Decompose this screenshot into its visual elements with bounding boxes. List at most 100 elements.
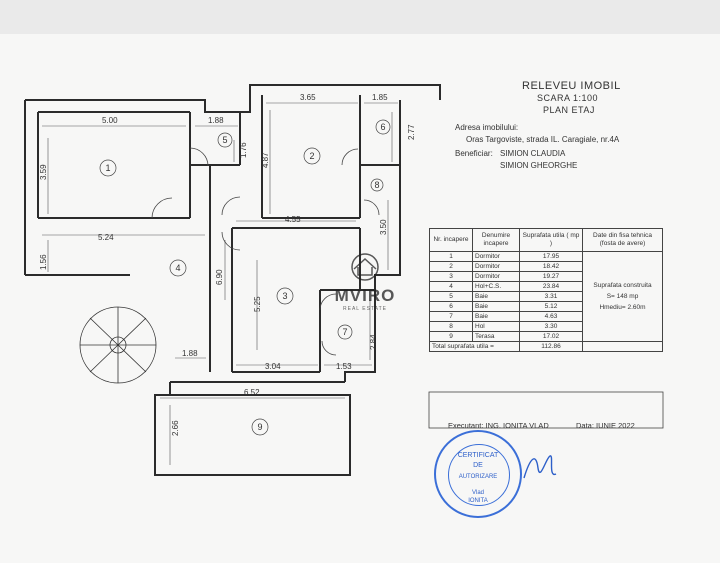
dim-label: 2.84 <box>369 334 378 350</box>
dim-label: 6.90 <box>215 269 224 285</box>
dim-label: 5.25 <box>253 296 262 312</box>
dim-label: 6.52 <box>244 388 260 397</box>
room-number: 1 <box>105 163 110 173</box>
room-number: 7 <box>342 327 347 337</box>
dim-label: 3.59 <box>39 164 48 180</box>
cell-denumire: Hol+C.S. <box>472 281 520 292</box>
logo-tagline: REAL ESTATE <box>343 306 387 312</box>
room-number: 9 <box>257 422 262 432</box>
dim-label: 1.88 <box>208 116 224 125</box>
mviro-watermark-logo: MVIRO REAL ESTATE <box>333 253 397 312</box>
handwritten-signature <box>523 455 557 479</box>
room-number: 2 <box>309 151 314 161</box>
cell-nr: 9 <box>429 331 473 342</box>
beneficiar-label: Beneficiar: <box>455 149 493 158</box>
cell-suprafata: 3.30 <box>519 321 583 332</box>
door-arc <box>151 197 173 219</box>
stamp-text: AUTORIZARE <box>458 474 498 480</box>
address-value: Oras Targoviste, strada IL. Caragiale, n… <box>466 135 620 144</box>
room-number: 8 <box>374 180 379 190</box>
cell-suprafata: 17.95 <box>519 251 583 262</box>
door-arc <box>221 231 241 251</box>
cell-nr: 1 <box>429 251 473 262</box>
cell-suprafata: 17.02 <box>519 331 583 342</box>
col-header-suprafata: Suprafata utila ( mp ) <box>519 228 583 252</box>
door-arc <box>319 293 337 311</box>
cell-nr: 4 <box>429 281 473 292</box>
room-number: 3 <box>282 291 287 301</box>
executant-label: Executant: ING. IONITA VLAD <box>448 421 549 430</box>
drawing-plan: PLAN ETAJ <box>543 105 595 115</box>
stamp-text: Vlad <box>471 490 484 496</box>
total-value: 112.86 <box>519 341 583 352</box>
col-header-nr: Nr. incapere <box>429 228 473 252</box>
dim-label: 3.65 <box>300 93 316 102</box>
beneficiar-name-2: SIMION GHEORGHE <box>500 161 578 170</box>
stamp-text: DE <box>473 462 483 469</box>
cell-nr: 5 <box>429 291 473 302</box>
cell-suprafata: 4.63 <box>519 311 583 322</box>
terrace-outline <box>154 394 351 476</box>
dim-label: 4.87 <box>261 152 270 168</box>
wall-outer-top <box>25 84 441 113</box>
dim-label: 1.56 <box>39 254 48 270</box>
dim-label: 1.88 <box>182 349 198 358</box>
info-line: Suprafata construita <box>593 282 652 289</box>
room-number: 5 <box>222 135 227 145</box>
dim-label: 4.55 <box>285 215 301 224</box>
room-number: 4 <box>175 263 180 273</box>
address-label: Adresa imobilului: <box>455 123 519 132</box>
cell-nr: 7 <box>429 311 473 322</box>
door-arc <box>321 340 337 356</box>
cell-nr: 6 <box>429 301 473 312</box>
dim-label: 2.66 <box>171 420 180 436</box>
drawing-scale: SCARA 1:100 <box>537 93 599 103</box>
dim-label: 1.76 <box>239 142 248 158</box>
cell-suprafata: 23.84 <box>519 281 583 292</box>
date-label: Data: IUNIE 2022 <box>576 421 635 430</box>
dim-label: 1.85 <box>372 93 388 102</box>
cell-denumire: Baie <box>472 291 520 302</box>
info-line: Hmediu= 2.60m <box>599 304 646 311</box>
room-number: 6 <box>380 122 385 132</box>
col-header-denumire: Denumire incapere <box>472 228 520 252</box>
cell-denumire: Terasa <box>472 331 520 342</box>
cell-suprafata: 19.27 <box>519 271 583 282</box>
door-arc <box>221 196 241 216</box>
cell-denumire: Baie <box>472 301 520 312</box>
dim-label: 2.77 <box>407 124 416 140</box>
cell-suprafata: 3.31 <box>519 291 583 302</box>
dim-label: 5.24 <box>98 233 114 242</box>
dim-label: 3.04 <box>265 362 281 371</box>
background-strip <box>0 0 720 34</box>
cell-denumire: Dormitor <box>472 271 520 282</box>
cell-suprafata: 5.12 <box>519 301 583 312</box>
beneficiar-name-1: SIMION CLAUDIA <box>500 149 566 158</box>
rooms-table: Nr. incapere Denumire incapere Suprafata… <box>429 228 663 352</box>
logo-name: MVIRO <box>334 286 396 305</box>
table-total-row: Total suprafata utila = 112.86 <box>429 341 663 352</box>
table-row: 1 Dormitor 17.95 Suprafata construita S=… <box>429 251 663 342</box>
wall-outer-right <box>344 100 401 382</box>
spiral-staircase <box>79 306 157 384</box>
stamp-text: IONITA <box>468 498 488 504</box>
total-label: Total suprafata utila = <box>429 341 520 352</box>
cell-denumire: Hol <box>472 321 520 332</box>
cell-denumire: Baie <box>472 311 520 322</box>
drawing-title: RELEVEU IMOBIL <box>522 80 621 92</box>
door-arc <box>363 199 380 216</box>
cell-nr: 3 <box>429 271 473 282</box>
authorization-stamp: CERTIFICAT DE AUTORIZARE Vlad IONITA <box>434 430 522 518</box>
door-arc <box>341 148 359 166</box>
dim-label: 3.50 <box>379 219 388 235</box>
dim-label: 5.00 <box>102 116 118 125</box>
house-logo-icon <box>351 253 379 281</box>
cell-empty <box>582 341 663 352</box>
cell-info: Suprafata construita S= 148 mp Hmediu= 2… <box>582 251 663 342</box>
cell-denumire: Dormitor <box>472 261 520 272</box>
col-header-date: Date din fisa tehnica (fosta de avere) <box>582 228 663 252</box>
cell-suprafata: 18.42 <box>519 261 583 272</box>
cell-nr: 8 <box>429 321 473 332</box>
dim-label: 1.53 <box>336 362 352 371</box>
